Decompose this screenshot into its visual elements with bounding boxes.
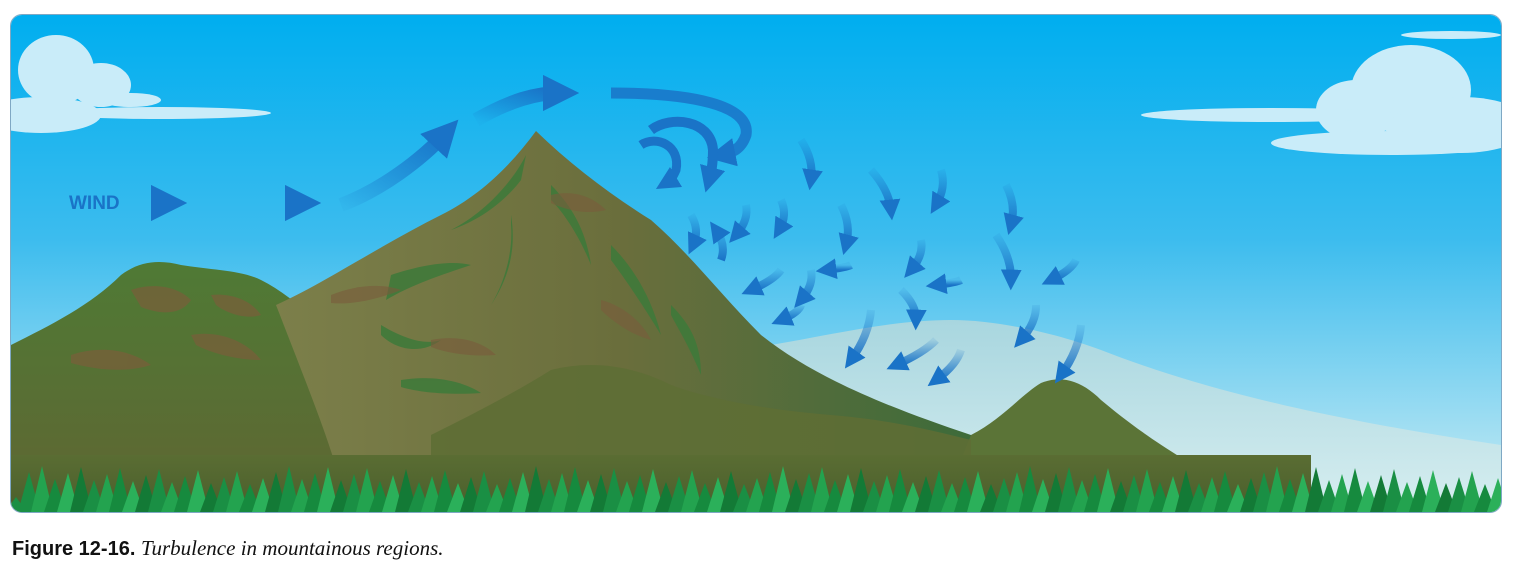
pine-tree <box>928 470 950 512</box>
turbulence-arrow <box>904 239 926 278</box>
turbulence-arrow <box>729 204 751 243</box>
main-mountain-rock <box>331 193 651 356</box>
pine-tree <box>564 467 586 512</box>
pine-tree <box>1305 467 1327 512</box>
pine-tree <box>317 467 339 512</box>
crest-arrow <box>472 74 580 127</box>
pine-tree <box>109 468 131 512</box>
pine-tree <box>681 470 703 512</box>
figure-caption: Figure 12-16. Turbulence in mountainous … <box>12 536 444 561</box>
pine-tree <box>1461 471 1483 512</box>
pine-tree <box>187 470 209 512</box>
pine-tree <box>226 471 248 512</box>
figure-title: Turbulence in mountainous regions. <box>140 536 444 560</box>
pine-tree <box>772 466 794 512</box>
turbulence-arrow <box>710 221 731 262</box>
pine-tree <box>1214 471 1236 512</box>
turbulence-arrow <box>927 348 965 387</box>
turbulence-arrow <box>687 212 707 255</box>
pine-tree <box>1266 466 1288 512</box>
pine-tree <box>603 468 625 512</box>
turbulence-arrow <box>1041 258 1080 285</box>
pine-tree <box>395 469 417 512</box>
turbulence-arrow <box>898 287 927 331</box>
turbulence-arrow <box>1054 324 1085 384</box>
turbulence-arrow <box>773 198 794 239</box>
pine-tree <box>1019 466 1041 512</box>
turbulence-arrow <box>794 269 816 308</box>
pine-tree <box>1422 470 1444 512</box>
rotor-arrow-1 <box>610 87 752 167</box>
pine-tree <box>642 469 664 512</box>
turbulence-arrow <box>867 167 901 221</box>
turbulence-arrow <box>741 267 785 296</box>
pine-tree <box>1344 468 1366 512</box>
pine-tree <box>1097 468 1119 512</box>
turbulence-arrows <box>687 137 1085 387</box>
turbulence-arrow <box>797 137 823 191</box>
pine-tree <box>811 467 833 512</box>
pine-tree <box>356 468 378 512</box>
pine-tree <box>1058 467 1080 512</box>
pine-tree <box>1487 478 1501 512</box>
pine-tree <box>473 471 495 512</box>
turbulence-arrow <box>844 309 875 369</box>
airflow-arrows <box>71 74 752 222</box>
turbulence-arrow <box>1002 183 1024 236</box>
rotor-arrow-2 <box>648 116 726 193</box>
pine-tree <box>70 467 92 512</box>
main-mountain <box>276 131 971 485</box>
pine-tree <box>434 470 456 512</box>
pine-tree <box>967 471 989 512</box>
pine-tree <box>148 469 170 512</box>
pine-tree <box>1136 469 1158 512</box>
pine-tree <box>889 469 911 512</box>
pine-tree <box>1175 470 1197 512</box>
upslope-arrow <box>338 119 459 212</box>
pine-tree <box>31 466 53 512</box>
cloud-left <box>11 35 271 133</box>
turbulence-arrow <box>886 337 939 371</box>
pine-tree <box>1383 469 1405 512</box>
turbulence-arrow <box>837 203 859 256</box>
pine-tree <box>525 466 547 512</box>
turbulence-arrow <box>925 273 963 295</box>
turbulence-arrow <box>1014 304 1040 348</box>
turbulence-arrow <box>930 168 951 214</box>
forest <box>11 466 1501 512</box>
turbulence-diagram: WIND <box>10 14 1502 513</box>
turbulence-arrow <box>771 303 805 326</box>
turbulence-arrow <box>815 258 853 280</box>
pine-tree <box>720 471 742 512</box>
figure-number: Figure 12-16. <box>12 538 136 560</box>
turbulence-arrow <box>992 232 1022 291</box>
rotor-arrow-3 <box>638 136 683 190</box>
pine-tree <box>278 466 300 512</box>
pine-tree <box>850 468 872 512</box>
cloud-right <box>1141 31 1501 155</box>
